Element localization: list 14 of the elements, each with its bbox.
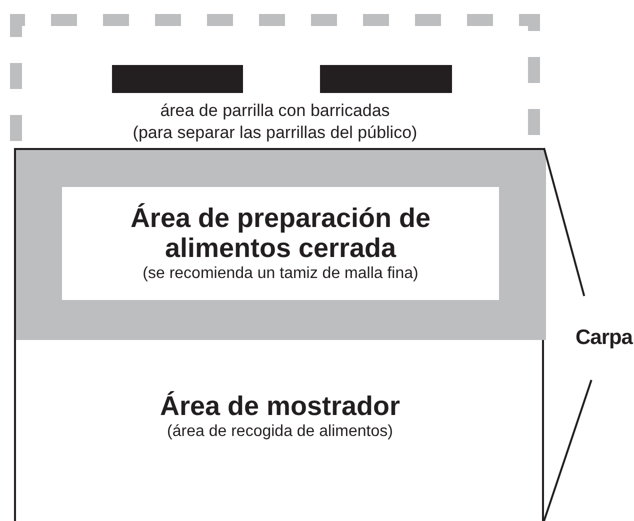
grill-bar	[112, 65, 243, 93]
area-caption: (para separar las parrillas del público)	[132, 122, 418, 144]
grill-bar	[320, 65, 452, 93]
leader-line	[543, 148, 586, 296]
area-caption: área de parrilla con barricadas	[160, 100, 390, 122]
tent-label: Carpa	[576, 325, 632, 352]
leader-line	[543, 380, 592, 521]
area-note: (se recomienda un tamiz de malla fina)	[142, 264, 418, 284]
area-title: Área de mostrador	[160, 391, 400, 421]
area-note: (área de recogida de alimentos)	[167, 422, 393, 442]
prep-area-band	[16, 150, 546, 340]
area-title: Área de preparación de alimentos cerrada	[129, 202, 432, 262]
tent-outline	[14, 148, 544, 521]
prep-area-box	[62, 187, 499, 300]
